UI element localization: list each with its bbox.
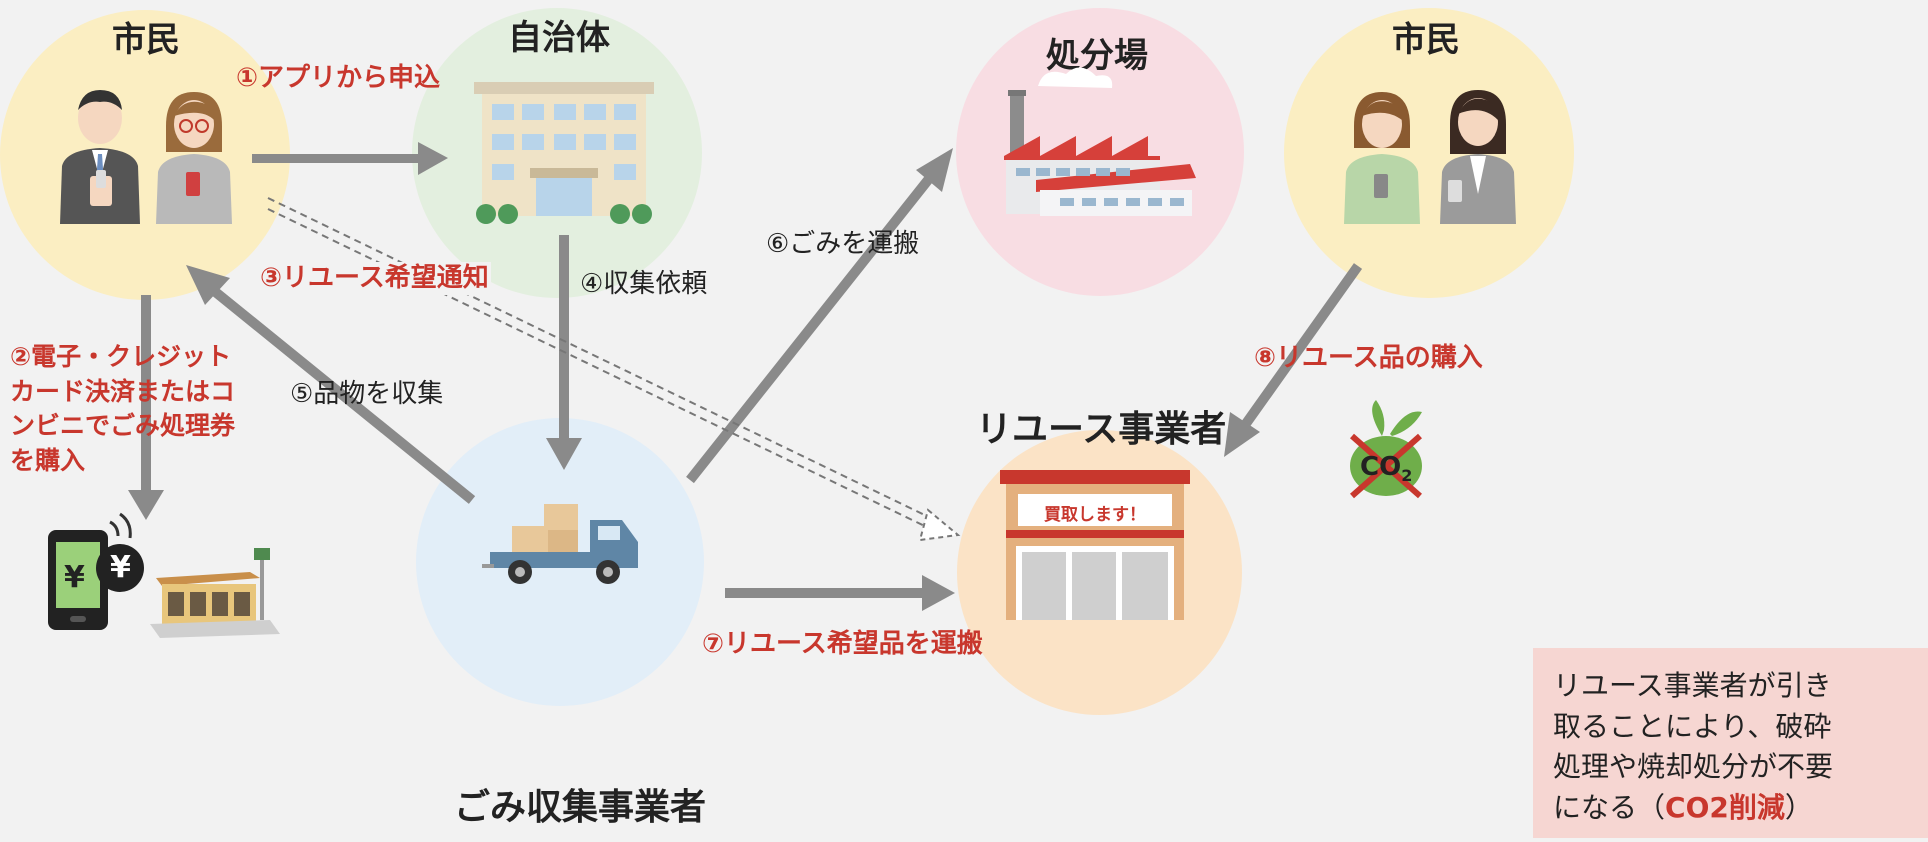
arrow-8-head [1224,412,1260,457]
waste-collector-title: ごみ収集事業者 [454,787,707,828]
step-8-label: ⑧リユース品の購入 [1254,343,1483,373]
citizen-left-circle [0,10,290,300]
arrow-1-head [418,142,448,175]
arrow-2-shaft [141,295,151,493]
arrow-8-shaft [1240,263,1363,428]
co2-reduction-icon [1350,400,1422,499]
citizen-woman-green-icon [1344,92,1420,224]
municipality-building-icon [474,82,654,224]
arrow-1-shaft [252,154,420,163]
arrow-3-head [918,508,961,542]
yen-coin-icon [96,512,144,592]
citizen-left-title: 市民 [112,20,180,60]
step-4-label: ④収集依頼 [580,269,708,299]
smartphone-icon [48,530,108,630]
convenience-store-icon [150,548,280,638]
step-3-label: ③リユース希望通知 [258,262,491,295]
co2-reduction-note: リユース事業者が引き 取ることにより、破砕 処理や焼却処分が不要 になる（CO2… [1533,648,1928,838]
citizen-right-circle [1284,8,1574,298]
arrow-7-shaft [725,588,925,598]
co2-highlight: CO2削減 [1665,790,1785,824]
note-line-1: リユース事業者が引き [1553,669,1832,702]
reuse-business-title: リユース事業者 [976,409,1227,450]
note-line-4: になる（CO2削減） [1553,790,1813,824]
truck-icon [482,504,638,584]
arrow-6-shaft [686,171,936,484]
step-1-label: ①アプリから申込 [236,63,441,93]
note-line-3: 処理や焼却処分が不要 [1553,750,1834,784]
citizen-woman-icon [156,92,232,224]
citizen-woman-gray-icon [1440,90,1516,224]
shop-sign-text: 買取します！ [1044,505,1146,525]
arrow-4-shaft [559,235,569,440]
coin-yen-symbol: ¥ [110,550,131,585]
co2-label: CO2 [1360,452,1413,486]
step-7-label: ⑦リユース希望品を運搬 [702,629,983,659]
citizen-right-title: 市民 [1392,20,1460,60]
step-6-label: ⑥ごみを運搬 [766,229,920,259]
arrow-4-head [546,438,582,470]
arrow-6-head [916,148,953,192]
disposal-site-title: 処分場 [1046,36,1148,76]
arrow-5-head [186,265,230,305]
phone-yen-symbol: ¥ [64,560,85,595]
arrow-5-shaft [209,286,476,504]
municipality-title: 自治体 [508,18,610,58]
step-2-label: ②電子・クレジット カード決済またはコ ンビニでごみ処理券 を購入 [10,342,236,475]
citizen-man-icon [60,90,140,224]
note-line-2: 取ることにより、破砕 [1553,709,1832,743]
step-5-label: ⑤品物を収集 [290,379,444,409]
arrow-7-head [922,575,955,611]
reuse-shop-icon [1000,470,1190,620]
factory-icon [1004,67,1196,216]
arrow-2-head [128,490,164,520]
